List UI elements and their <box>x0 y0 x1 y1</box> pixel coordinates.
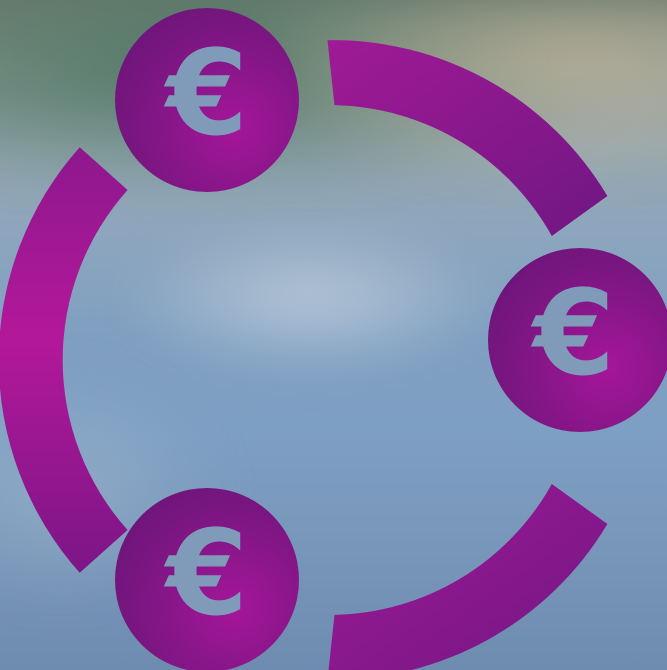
cycle-arc-bottom-right <box>328 484 608 670</box>
euro-coin-right-icon: € <box>488 248 667 432</box>
euro-coin-top-icon: € <box>115 8 299 192</box>
cycle-arc-left <box>0 147 128 573</box>
euro-symbol-bottom: € <box>163 504 248 642</box>
cycle-arc-top-right <box>327 40 608 237</box>
euro-symbol-top: € <box>163 24 248 162</box>
euro-symbol-right: € <box>530 264 615 402</box>
euro-coin-bottom-icon: € <box>115 488 299 670</box>
